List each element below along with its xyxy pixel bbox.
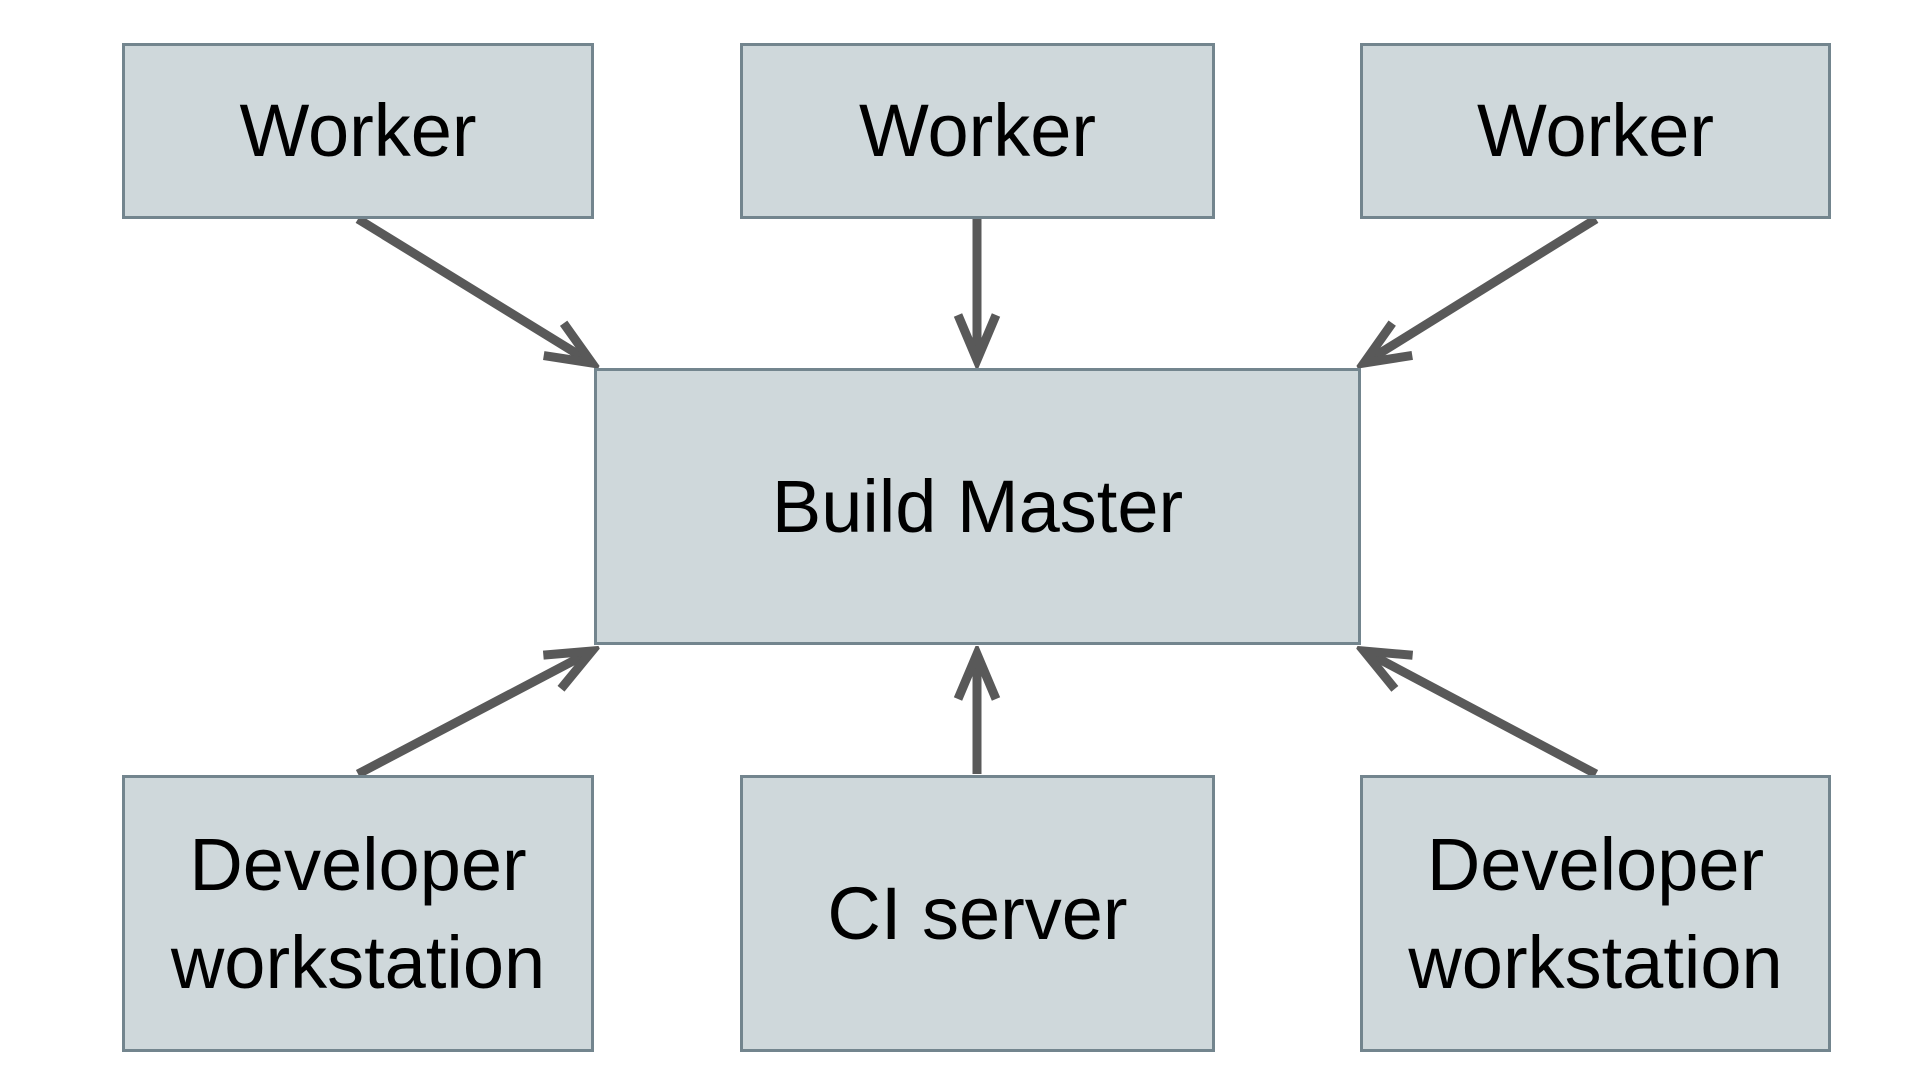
- node-worker-left: Worker: [122, 43, 594, 219]
- node-build-master-label: Build Master: [771, 464, 1184, 548]
- arrow-developer-right-to-build-master: [1364, 651, 1599, 778]
- node-worker-left-label: Worker: [239, 89, 477, 173]
- node-worker-right-label: Worker: [1476, 89, 1715, 173]
- arrow-worker-left-to-build-master: [355, 215, 592, 363]
- node-worker-right: Worker: [1360, 43, 1831, 219]
- node-developer-workstation-left: Developer workstation: [122, 775, 594, 1052]
- node-build-master: Build Master: [594, 368, 1361, 645]
- arrow-developer-left-to-build-master: [355, 651, 592, 778]
- arrow-worker-right-to-build-master: [1364, 215, 1599, 363]
- node-worker-middle: Worker: [740, 43, 1215, 219]
- node-developer-workstation-right: Developer workstation: [1360, 775, 1831, 1052]
- node-developer-workstation-left-label: Developer workstation: [170, 822, 546, 1004]
- node-ci-server-label: CI server: [827, 871, 1128, 955]
- node-developer-workstation-right-label: Developer workstation: [1408, 822, 1783, 1004]
- node-ci-server: CI server: [740, 775, 1215, 1052]
- node-worker-middle-label: Worker: [858, 89, 1097, 173]
